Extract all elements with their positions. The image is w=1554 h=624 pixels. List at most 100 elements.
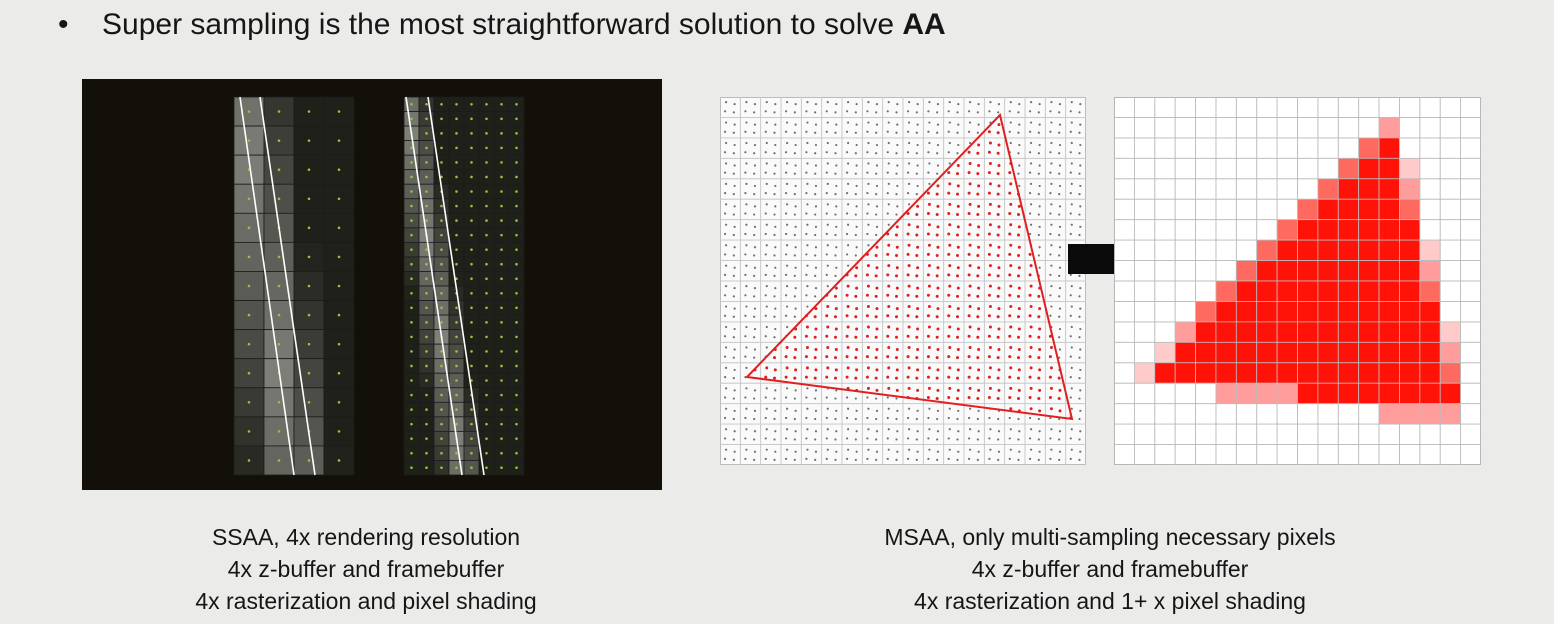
msaa-sample-dot [1058,225,1062,228]
msaa-sample-dot [826,325,830,329]
msaa-sample-dot [915,233,919,237]
msaa-sample-dot [976,172,980,176]
msaa-sample-dot [967,110,971,113]
msaa-sample-dot [854,274,858,278]
msaa-sample-dot [927,284,931,288]
msaa-sample-dot [744,253,747,256]
msaa-sample-dot [1070,285,1073,288]
ssaa-high-sample-dot [485,379,488,382]
msaa-sample-dot [825,110,828,113]
msaa-sample-dot [867,428,870,431]
msaa-sample-dot [886,110,889,113]
ssaa-high-sample-dot [500,204,503,208]
ssaa-high-sample-dot [515,262,518,266]
msaa-sample-dot [1078,193,1081,196]
ssaa-low-sample-dot [277,401,281,404]
msaa-sample-dot [977,266,981,270]
msaa-sample-dot [875,143,879,147]
msaa-sample-dot [765,264,768,267]
msaa-sample-dot [753,307,757,310]
msaa-sample-dot [866,284,870,288]
msaa-sample-dot [835,143,838,147]
msaa-sample-dot [805,232,808,236]
msaa-sample-dot [814,287,818,290]
msaa-sample-dot [794,266,797,269]
msaa-sample-dot [875,111,878,114]
msaa-sample-dot [773,233,776,237]
ssaa-high-sample-dot [455,335,458,339]
msaa-sample-dot [814,438,817,441]
msaa-sample-dot [793,335,797,339]
msaa-sample-dot [1058,184,1062,188]
msaa-sample-dot [936,409,940,412]
msaa-sample-dot [1017,225,1021,229]
msaa-sample-dot [1017,111,1020,114]
msaa-sample-dot [1037,356,1041,360]
msaa-sample-dot [1017,245,1021,249]
ssaa-high-sample-dot [470,204,473,208]
msaa-sample-dot [854,294,858,298]
msaa-sample-dot [1016,335,1020,339]
msaa-sample-dot [886,334,890,338]
msaa-sample-dot [725,141,728,145]
msaa-sample-dot [997,184,1001,188]
msaa-sample-dot [887,345,891,349]
msaa-sample-dot [845,253,849,256]
msaa-sample-dot [915,131,918,134]
msaa-sample-dot [855,164,858,167]
msaa-sample-dot [814,205,818,208]
result-pixel-cell [1337,219,1360,241]
msaa-sample-dot [723,314,727,317]
msaa-sample-dot [936,123,940,126]
msaa-sample-dot [765,448,768,451]
msaa-sample-dot [732,152,735,155]
ssaa-high-sample-dot [440,364,443,368]
msaa-sample-dot [875,152,878,155]
msaa-sample-dot [948,223,952,227]
ssaa-high-sample-dot [485,248,488,251]
msaa-sample-dot [804,375,808,379]
msaa-sample-dot [968,223,972,227]
msaa-sample-dot [825,232,828,236]
msaa-sample-dot [835,266,838,269]
msaa-sample-dot [765,162,768,165]
msaa-sample-dot [886,171,889,174]
ssaa-high-sample-dot [455,364,458,368]
msaa-sample-dot [968,182,972,186]
msaa-sample-dot [753,327,757,331]
msaa-sample-dot [896,184,899,188]
result-pixel-cell [1337,157,1360,180]
msaa-sample-dot [947,232,951,236]
msaa-sample-dot [1038,347,1042,351]
msaa-sample-dot [866,191,869,195]
result-pixel-cell [1235,362,1258,384]
ssaa-high-sample-dot [485,437,488,440]
msaa-sample-dot [987,396,991,400]
msaa-sample-dot [1028,293,1032,297]
ssaa-low-edge-line [259,96,316,476]
msaa-sample-dot [733,143,736,147]
msaa-sample-dot [826,305,830,309]
msaa-sample-dot [976,315,980,319]
msaa-sample-dot [794,287,797,290]
msaa-sample-dot [1038,450,1041,453]
result-pixel-cell [1419,260,1441,282]
result-pixel-cell [1419,362,1441,384]
msaa-sample-dot [895,172,898,175]
result-pixel-cell [1358,382,1380,405]
result-pixel-cell [1256,260,1278,282]
msaa-sample-dot [833,376,837,380]
msaa-sample-dot [1070,407,1073,410]
msaa-sample-dot [956,307,960,311]
msaa-sample-dot [968,202,972,206]
msaa-sample-dot [1037,397,1041,401]
msaa-sample-dot [895,193,898,196]
msaa-sample-dot [745,346,748,349]
msaa-sample-dot [1030,162,1033,165]
result-pixel-cell [1133,362,1156,384]
msaa-sample-dot [906,273,910,277]
ssaa-high-sample-dot [485,175,488,179]
msaa-sample-dot [867,101,870,104]
ssaa-high-edge-line [405,96,463,476]
msaa-sample-dot [805,325,809,329]
